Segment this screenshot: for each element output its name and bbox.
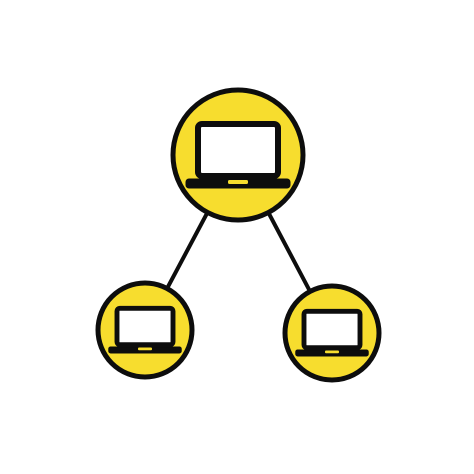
laptop-icon (185, 121, 291, 189)
top-laptop-node (170, 87, 306, 223)
bottom-right-laptop-node (282, 283, 382, 383)
laptop-icon (108, 305, 182, 354)
bottom-left-laptop-node (95, 280, 195, 380)
nodes (95, 87, 382, 383)
laptop-icon (295, 308, 369, 357)
